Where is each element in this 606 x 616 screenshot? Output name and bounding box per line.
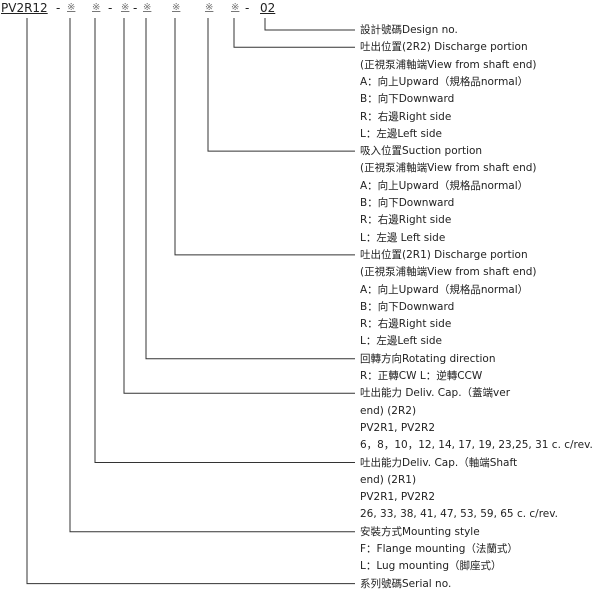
code-placeholder: ※ <box>172 2 181 13</box>
legend-line: (正視泵浦軸端View from shaft end) <box>360 266 537 279</box>
legend-line: PV2R1, PV2R2 <box>360 491 436 504</box>
code-placeholder: ※ <box>92 2 101 13</box>
legend-line: B：向下Downward <box>360 300 455 313</box>
code-dash: - <box>133 1 138 15</box>
legend-line: 系列號碼Serial no. <box>360 577 452 590</box>
legend-line: L：Lug mounting（脚座式） <box>360 560 502 573</box>
code-dash: - <box>108 1 113 15</box>
legend-line: A：向上Upward（規格品normal） <box>360 283 529 296</box>
legend-line: 吐出能力Deliv. Cap.（軸端Shaft <box>360 456 518 469</box>
legend-line: 6，8，10，12, 14, 17, 19, 23,25, 31 c. c/re… <box>360 439 593 452</box>
legend-line: 回轉方向Rotating direction <box>360 352 496 365</box>
legend-line: L：左邊Left side <box>360 335 442 348</box>
legend-line: A：向上Upward（規格品normal） <box>360 179 529 192</box>
code-placeholder: ※ <box>143 2 152 13</box>
legend-line: PV2R1, PV2R2 <box>360 421 436 434</box>
legend-line: 26, 33, 38, 41, 47, 53, 59, 65 c. c/rev. <box>360 508 558 521</box>
legend-line: L：左邊Left side <box>360 127 442 140</box>
legend-line: 吐出能力 Deliv. Cap.（蓋端ver <box>360 387 511 400</box>
code-placeholder: ※ <box>121 2 130 13</box>
connector-line <box>123 18 355 394</box>
connector-line <box>207 18 355 152</box>
legend-line: 吸入位置Suction portion <box>360 145 483 158</box>
legend-line: R：右邊Right side <box>360 318 452 331</box>
legend-line: 吐出位置(2R2) Discharge portion <box>360 41 528 54</box>
connector-line <box>145 18 355 360</box>
legend-line: 設計號碼Design no. <box>360 24 458 36</box>
connector-line <box>26 18 355 585</box>
code-placeholder: ※ <box>67 2 76 13</box>
code-placeholder: ※ <box>231 2 240 13</box>
legend-line: F：Flange mounting（法蘭式） <box>360 543 518 555</box>
legend-line: A：向上Upward（規格品normal） <box>360 75 529 88</box>
model-prefix: PV2R12 <box>1 1 48 15</box>
connector-line <box>174 18 355 256</box>
legend-line: (正視泵浦軸端View from shaft end) <box>360 58 537 71</box>
connector-line <box>69 18 355 533</box>
legend-line: 安裝方式Mounting style <box>360 525 480 538</box>
connector-line <box>233 18 355 48</box>
code-dash: - <box>56 1 61 15</box>
legend-line: L：左邊 Left side <box>360 231 446 244</box>
code-placeholder: ※ <box>205 2 214 13</box>
legend-line: R：正轉CW L：逆轉CCW <box>360 370 483 382</box>
connector-line <box>94 18 355 463</box>
connector-line <box>264 18 355 31</box>
legend-line: R：右邊Right side <box>360 214 452 227</box>
legend-line: B：向下Downward <box>360 197 455 209</box>
legend-line: 吐出位置(2R1) Discharge portion <box>360 248 528 261</box>
legend-line: R：右邊Right side <box>360 110 452 123</box>
code-dash: - <box>245 1 250 15</box>
legend-line: end) (2R2) <box>360 404 417 417</box>
legend-line: end) (2R1) <box>360 473 417 486</box>
legend-line: (正視泵浦軸端View from shaft end) <box>360 162 537 175</box>
code-suffix: 02 <box>260 1 276 15</box>
legend-line: B：向下Downward <box>360 93 455 106</box>
